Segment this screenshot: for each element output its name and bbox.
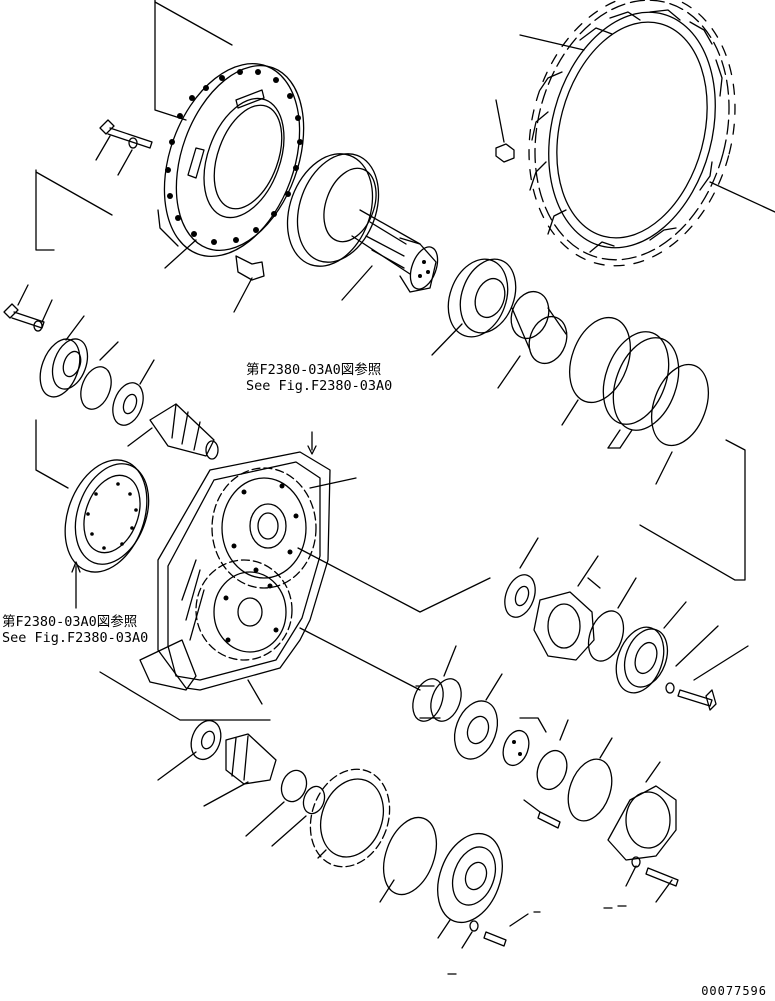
- bearing-small: [280, 769, 308, 803]
- leader-line: [645, 761, 661, 783]
- sprocket-hub: [157, 63, 305, 257]
- leader-line: [519, 717, 569, 741]
- leader-line: [617, 577, 637, 609]
- leader-line: [497, 355, 521, 389]
- bearing-lower-left: [190, 719, 222, 761]
- collar: [302, 785, 326, 815]
- leader-line: [297, 547, 491, 613]
- leader-line: [157, 751, 197, 781]
- leader-line: [675, 625, 749, 681]
- leader-line: [65, 315, 85, 341]
- leader-line: [154, 0, 187, 121]
- seal-rings: [569, 316, 709, 447]
- gear-case: [139, 451, 331, 691]
- bearing-cup: [412, 678, 462, 722]
- leader-line: [99, 341, 119, 361]
- plug: [235, 255, 265, 281]
- leader-line: [317, 849, 327, 859]
- spur-gear-shaft: [225, 733, 277, 785]
- leader-line: [271, 815, 307, 847]
- bolt-right: [677, 689, 717, 711]
- leader-line: [309, 477, 357, 489]
- cover-plate-left: [64, 459, 150, 573]
- end-cap: [607, 785, 677, 861]
- leader-line: [35, 169, 113, 489]
- leader-line: [561, 399, 673, 485]
- bolt-top-left: [99, 119, 153, 149]
- leader-line: [341, 265, 373, 301]
- leader-line: [495, 99, 505, 143]
- bolt-lower: [483, 931, 507, 947]
- o-ring-small: [80, 366, 112, 410]
- bearing-housing: [437, 832, 503, 924]
- figure-reference-top-en: See Fig.F2380-03A0: [246, 378, 393, 394]
- leader-line: [519, 537, 539, 569]
- leader-line: [523, 799, 541, 813]
- leader-line: [447, 905, 627, 975]
- leader-line: [117, 149, 133, 176]
- pinion-shaft: [149, 403, 219, 460]
- bolt-left: [3, 303, 45, 332]
- figure-reference-top: 第F2380-03A0図参照 See Fig.F2380-03A0: [246, 362, 392, 394]
- leader-line: [95, 135, 111, 161]
- figure-reference-left-jp: 第F2380-03A0図参照: [2, 614, 138, 630]
- o-ring-lower-left: [382, 816, 438, 896]
- arrow-head: [307, 445, 317, 455]
- o-ring-lower: [567, 758, 613, 822]
- leader-line: [203, 781, 249, 807]
- leader-line: [127, 427, 153, 447]
- leader-line: [639, 439, 746, 581]
- leader-line: [379, 879, 395, 903]
- o-ring-right: [587, 610, 625, 662]
- leader-line: [154, 1, 233, 46]
- bolt-small: [537, 811, 561, 829]
- leader-line: [709, 181, 775, 213]
- ring-gear-lower: [309, 768, 391, 868]
- leader-line: [519, 34, 585, 51]
- leader-line: [577, 555, 601, 589]
- end-cover-right: [615, 626, 669, 694]
- taper-bearing-low: [453, 700, 499, 760]
- bolt-lower-right: [645, 867, 679, 887]
- thrust-washer: [502, 729, 530, 767]
- leader-line: [443, 645, 457, 677]
- output-shaft: [286, 153, 439, 293]
- leader-line: [485, 673, 503, 701]
- leader-line: [164, 239, 197, 269]
- bearing-spacer: [510, 290, 568, 365]
- taper-bearing-top: [447, 258, 517, 338]
- leader-line: [17, 284, 53, 323]
- sprocket-ring: [528, 0, 736, 267]
- figure-reference-top-jp: 第F2380-03A0図参照: [246, 362, 382, 378]
- washer: [665, 682, 675, 694]
- leader-line: [233, 277, 253, 313]
- figure-reference-left: 第F2380-03A0図参照 See Fig.F2380-03A0: [2, 614, 148, 646]
- leader-line: [461, 913, 529, 949]
- leader-line: [625, 865, 673, 903]
- leader-line: [247, 679, 263, 705]
- nut: [495, 143, 515, 163]
- figure-reference-left-en: See Fig.F2380-03A0: [2, 630, 149, 646]
- leader-line: [663, 601, 687, 629]
- leader-line: [99, 671, 271, 721]
- arrow-head: [71, 561, 81, 573]
- leader-line: [437, 919, 451, 939]
- drawing-code: 00077596: [701, 984, 767, 998]
- planet-carrier: [533, 591, 595, 661]
- washer: [469, 920, 479, 932]
- bearing-right: [504, 574, 536, 618]
- leader-line: [431, 323, 463, 356]
- thrust-plate: [536, 749, 568, 791]
- small-bearing: [112, 382, 144, 426]
- bearing-cover: [39, 338, 89, 398]
- leader-line: [245, 801, 285, 837]
- leader-line: [139, 359, 155, 385]
- leader-line: [599, 737, 613, 759]
- leader-line: [299, 627, 421, 691]
